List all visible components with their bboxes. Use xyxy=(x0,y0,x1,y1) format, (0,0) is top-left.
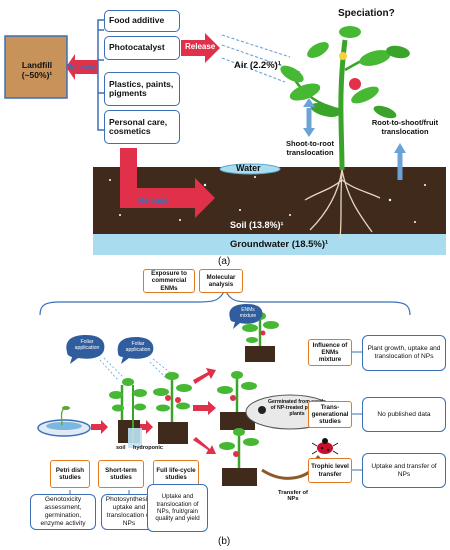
foliar-label-2: Foliar application xyxy=(125,341,151,353)
release-arrow-left xyxy=(66,54,98,80)
water-label: Water xyxy=(236,163,261,173)
plant-transgenerational xyxy=(217,371,257,430)
foliar-bubble-2 xyxy=(117,337,154,364)
short-term-desc: Photosynthesis, uptake and translocation… xyxy=(105,496,153,527)
transgen-desc: No published data xyxy=(377,410,431,418)
landfill-label: Landfill (~50%)¹ xyxy=(21,60,53,80)
source-food-additive: Food additive xyxy=(104,10,180,32)
petri-label: Petri dish studies xyxy=(55,466,85,481)
plant-trophic xyxy=(219,428,259,486)
beetle-icon xyxy=(311,438,339,455)
caption-b: (b) xyxy=(218,536,231,547)
trophic-desc: Uptake and transfer of NPs xyxy=(371,462,437,478)
source-photocatalyst: Photocatalyst xyxy=(104,36,180,60)
release-label-right: Release xyxy=(185,42,216,51)
source-label: Food additive xyxy=(109,15,165,26)
influence-desc: Plant growth, uptake and translocation o… xyxy=(367,345,441,360)
source-plastics: Plastics, paints, pigments xyxy=(104,72,180,106)
panel-b-red-arrows xyxy=(91,368,216,454)
enms-bubble xyxy=(229,304,263,329)
translocation-arrows xyxy=(303,98,406,180)
tomato-fruit xyxy=(349,78,361,90)
air-lines xyxy=(221,34,301,83)
caption-a: (a) xyxy=(218,256,231,267)
trophic-box: Trophic level transfer xyxy=(308,458,352,483)
air-label: Air (2.2%)¹ xyxy=(234,60,281,71)
plant-enms-mixture xyxy=(242,312,279,362)
influence-label: Influence of ENMs mixture xyxy=(312,341,348,364)
petri-desc-box: Genotoxicity assessment, germination, en… xyxy=(30,494,96,530)
exposure-box: Exposure to commercial ENMs xyxy=(143,269,195,293)
release-label-left: Release xyxy=(66,63,97,72)
panel-b-top-bracket xyxy=(39,288,411,316)
water-puddle xyxy=(219,163,281,175)
release-label-soil: Release xyxy=(138,196,169,205)
full-lifecycle-box: Full life-cycle studies xyxy=(153,460,199,488)
full-lifecycle-label: Full life-cycle studies xyxy=(156,466,196,481)
influence-desc-box: Plant growth, uptake and translocation o… xyxy=(362,335,446,371)
transgen-label: Trans-generational studies xyxy=(311,403,349,426)
source-personal-care: Personal care, cosmetics xyxy=(104,110,180,144)
molecular-label: Molecular analysis xyxy=(206,273,236,288)
trophic-label: Trophic level transfer xyxy=(311,463,349,478)
soil-tag: soil xyxy=(116,445,126,451)
transgen-desc-box: No published data xyxy=(362,397,446,432)
germinated-label: Germinated from seeds of NP-treated pare… xyxy=(268,399,326,417)
foliar-label-1: Foliar application xyxy=(74,339,100,351)
full-lifecycle-desc-box: Uptake and translocation of NPs, fruit/g… xyxy=(147,484,208,532)
source-label: Personal care, cosmetics xyxy=(109,116,168,136)
speciation-label: Speciation? xyxy=(338,8,395,19)
short-term-label: Short-term studies xyxy=(105,466,137,481)
spray-lines xyxy=(99,357,173,381)
petri-dish xyxy=(37,406,91,437)
foliar-bubble-1 xyxy=(66,335,105,364)
trophic-desc-box: Uptake and transfer of NPs xyxy=(362,453,446,488)
source-bracket xyxy=(97,19,104,131)
plant-a xyxy=(280,26,410,171)
petri-box: Petri dish studies xyxy=(50,460,90,488)
plant-short-term xyxy=(109,378,147,448)
exposure-label: Exposure to commercial ENMs xyxy=(151,270,187,292)
petri-desc: Genotoxicity assessment, germination, en… xyxy=(40,496,86,527)
short-term-box: Short-term studies xyxy=(98,460,144,488)
release-arrow-soil xyxy=(120,148,215,218)
landfill-block xyxy=(4,35,68,99)
transgen-box: Trans-generational studies xyxy=(308,401,352,428)
plant-a-roots xyxy=(304,169,381,239)
groundwater-layer xyxy=(93,234,446,255)
transfer-label: Transfer of NPs xyxy=(278,490,308,502)
release-arrow-right xyxy=(181,33,220,63)
root-to-shoot-label: Root-to-shoot/fruit translocation xyxy=(371,118,439,136)
plant-full-lifecycle xyxy=(153,372,192,444)
source-label: Plastics, paints, pigments xyxy=(109,78,174,98)
enms-mixture-label: ENMs mixture xyxy=(239,307,257,319)
shoot-to-root-label: Shoot-to-root translocation xyxy=(286,139,334,157)
molecular-box: Molecular analysis xyxy=(199,269,243,293)
influence-box: Influence of ENMs mixture xyxy=(308,339,352,366)
soil-label: Soil (13.8%)¹ xyxy=(230,220,284,230)
groundwater-label: Groundwater (18.5%)¹ xyxy=(230,239,329,250)
source-label: Photocatalyst xyxy=(109,42,165,53)
hydroponic-tag: hydroponic xyxy=(133,445,163,451)
full-lifecycle-desc: Uptake and translocation of NPs, fruit/g… xyxy=(155,493,200,523)
